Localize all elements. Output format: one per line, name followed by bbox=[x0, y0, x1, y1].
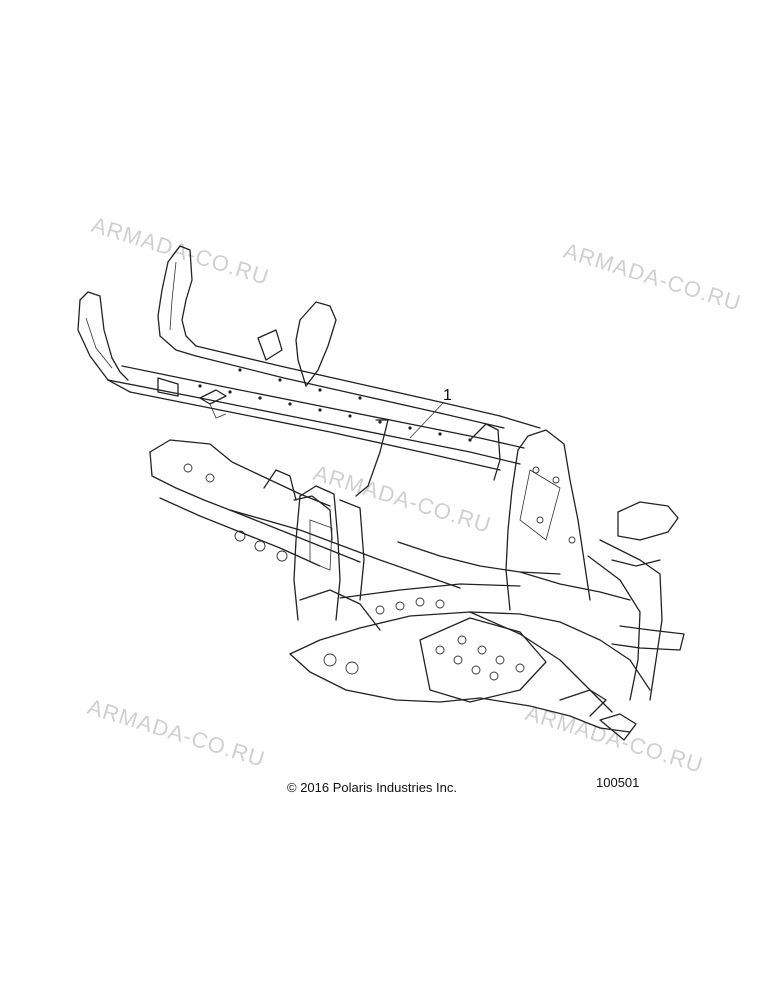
callout-number: 1 bbox=[443, 387, 452, 404]
upper-rail-long bbox=[107, 345, 541, 471]
cross-bar-rear bbox=[157, 377, 227, 405]
center-uprights bbox=[293, 419, 389, 621]
upper-rail-holes bbox=[198, 368, 472, 442]
lower-left-rails bbox=[149, 439, 361, 567]
front-shock-tower bbox=[587, 501, 685, 701]
seat-bracket bbox=[209, 301, 337, 419]
rear-hoop-right bbox=[157, 245, 197, 357]
rear-hoop-left bbox=[77, 291, 131, 393]
copyright-text: © 2016 Polaris Industries Inc. bbox=[287, 780, 457, 795]
callout-leader bbox=[409, 401, 445, 439]
front-uprights bbox=[469, 423, 591, 611]
front-lower-rails bbox=[469, 559, 661, 741]
cross-members bbox=[229, 509, 631, 601]
figure-number: 100501 bbox=[596, 775, 640, 790]
floor-pan bbox=[289, 583, 561, 703]
